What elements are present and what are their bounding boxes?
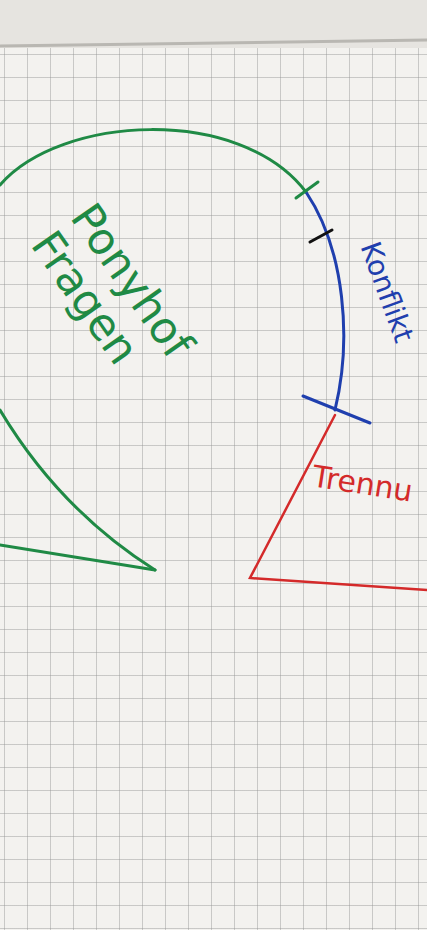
separation-region: Trennu xyxy=(250,415,427,590)
marker-stroke xyxy=(0,545,155,570)
marker-stroke xyxy=(306,192,344,410)
handwritten-text: Ponyhof Fragen xyxy=(22,195,207,402)
marker-stroke xyxy=(296,182,318,198)
handwritten-text: Trennu xyxy=(310,459,415,507)
marker-stroke xyxy=(310,230,332,242)
marker-stroke xyxy=(250,415,427,590)
marker-stroke xyxy=(303,396,370,423)
conflict-label: Konflikt xyxy=(354,238,419,347)
paper-fold-shadow xyxy=(0,40,427,46)
marker-stroke xyxy=(0,410,155,570)
paper-top-band xyxy=(0,0,427,48)
speech-bubble: Ponyhof Fragen xyxy=(0,110,330,580)
marker-stroke xyxy=(0,130,306,192)
